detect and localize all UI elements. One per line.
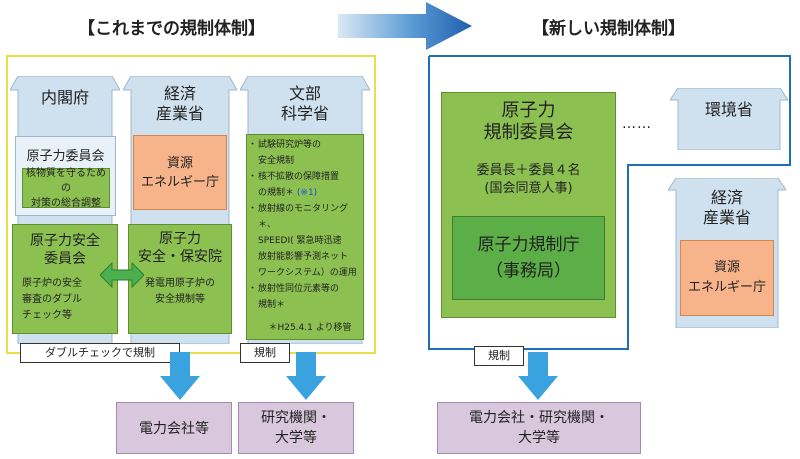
duty-line: 規制＊: [258, 300, 286, 310]
nisa-description: 発電用原子炉の安全規制等: [145, 278, 215, 305]
duty-line: 放射能影響予測ネット: [258, 252, 349, 262]
mext-label: 文部科学省: [280, 84, 329, 123]
duty-line: 試験研究炉等の: [248, 137, 362, 153]
new-system-frame: [428, 55, 791, 350]
cabinet-office-label: 内閣府: [40, 88, 89, 107]
mext-duties-list: 試験研究炉等の 安全規制 核不拡散の保障措置 の規制＊ (※1) 放射線のモニタ…: [248, 137, 362, 313]
anre-box: 資源エネルギー庁: [133, 135, 227, 210]
nsc-label: 原子力安全委員会: [30, 233, 100, 267]
double-check-arrow: [100, 262, 144, 288]
duty-line: 放射性同位元素等の: [248, 281, 362, 297]
duty-line: SPEEDI( 緊急時迅速: [258, 236, 342, 246]
transition-arrow: [338, 2, 472, 50]
power-companies-box: 電力会社等: [116, 402, 232, 454]
old-system-frame: [6, 55, 376, 354]
nra-members: 委員長＋委員４名(国会同意人事): [476, 163, 581, 196]
nra-label: 原子力規制委員会: [483, 100, 574, 143]
new-meti-label: 経済産業省: [702, 188, 751, 227]
new-regulation-label: 規制: [474, 346, 524, 366]
duty-line: 安全規制: [258, 156, 295, 166]
down-arrow-research: [286, 352, 326, 400]
moe-label: 環境省: [704, 100, 753, 119]
nisa-box: [128, 224, 232, 334]
nsc-description: 原子炉の安全審査のダブルチェック等: [22, 278, 82, 321]
mext-regulation-label: 規制: [240, 343, 290, 363]
duty-line: 放射線のモニタリング＊、: [248, 201, 362, 233]
down-arrow-power: [160, 352, 200, 400]
down-arrow-new: [518, 352, 558, 400]
aec-label: 原子力委員会: [26, 149, 105, 164]
duty-line: の規制＊ (※1): [258, 188, 318, 198]
new-targets-box: 電力会社・研究機関・大学等: [437, 402, 641, 454]
new-system-title: 【新しい規制体制】: [532, 19, 685, 39]
double-check-label: ダブルチェックで規制: [20, 343, 180, 363]
nisa-label: 原子力安全・保安院: [138, 231, 222, 265]
duty-line: ワークシステム）の運用: [258, 268, 357, 278]
nra-secretariat-box: 原子力規制庁（事務局）: [452, 216, 605, 300]
duty-line: 核不拡散の保障措置: [248, 169, 362, 185]
relation-dots: ……: [622, 116, 652, 132]
new-anre-box: 資源エネルギー庁: [680, 240, 774, 316]
moe-column: [670, 88, 788, 150]
aec-description: 核物質を守るための対策の総合調整: [22, 168, 110, 209]
old-system-title: 【これまでの規制体制】: [78, 19, 265, 39]
meti-label: 経済産業省: [155, 84, 204, 123]
nuclear-safety-commission: [12, 224, 118, 334]
mext-footnote: ＊H25.4.1 より移管: [268, 323, 352, 333]
research-institutions-box: 研究機関・大学等: [238, 402, 354, 454]
